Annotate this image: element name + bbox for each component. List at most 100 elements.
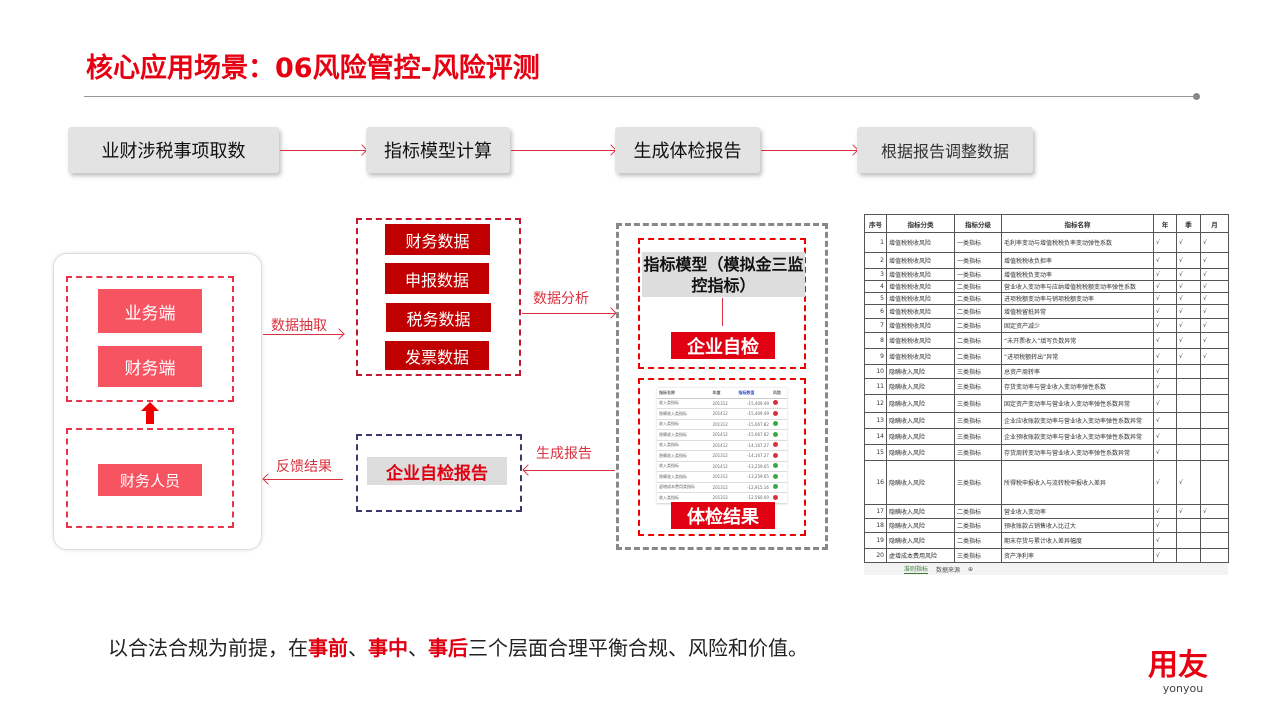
sheet-cell[interactable]: √ [1153,394,1177,413]
sheet-cell[interactable]: √ [1153,332,1177,349]
sheet-cell[interactable]: 二类指标 [954,280,1002,293]
sheet-cell[interactable]: 营业收入变动率 [1001,504,1154,519]
sheet-cell[interactable]: √ [1176,292,1201,305]
sheet-cell[interactable]: √ [1176,268,1201,281]
sheet-cell[interactable]: √ [1153,364,1177,379]
sheet-cell[interactable]: 16 [864,460,887,505]
sheet-cell[interactable]: 三类指标 [954,364,1002,379]
sheet-tab-source[interactable]: 数据来源 [936,566,961,574]
sheet-cell[interactable]: 进项税额变动率与销项税额变动率 [1001,292,1154,305]
sheet-cell[interactable]: 存货周转变动率与营业收入变动率弹性系数异常 [1001,444,1154,461]
sheet-cell[interactable]: √ [1153,378,1177,395]
sheet-cell[interactable]: √ [1200,318,1229,333]
sheet-cell[interactable]: 隐瞒收入风险 [886,394,955,413]
sheet-cell[interactable]: “进项税额转出”异常 [1001,348,1154,365]
sheet-cell[interactable]: “未开票收入”填写负数异常 [1001,332,1154,349]
sheet-cell[interactable]: √ [1153,548,1177,563]
sheet-cell[interactable]: 二类指标 [954,532,1002,549]
sheet-cell[interactable]: √ [1176,304,1201,319]
sheet-cell[interactable]: √ [1176,318,1201,333]
sheet-cell[interactable]: 三类指标 [954,394,1002,413]
sheet-cell[interactable]: 一类指标 [954,252,1002,269]
sheet-cell[interactable]: 5 [864,292,887,305]
sheet-cell[interactable]: √ [1200,332,1229,349]
sheet-cell[interactable]: √ [1200,348,1229,365]
sheet-cell[interactable]: 三类指标 [954,428,1002,445]
sheet-cell[interactable]: √ [1200,292,1229,305]
sheet-cell[interactable] [1200,444,1229,461]
sheet-cell[interactable] [1200,364,1229,379]
sheet-cell[interactable]: 营业收入变动率与应纳增值税税额变动率弹性系数 [1001,280,1154,293]
sheet-cell[interactable]: 增值税税收风险 [886,268,955,281]
sheet-cell[interactable]: √ [1200,304,1229,319]
sheet-cell[interactable] [1176,378,1201,395]
sheet-cell[interactable]: √ [1176,348,1201,365]
sheet-cell[interactable]: 13 [864,412,887,429]
sheet-cell[interactable]: 19 [864,532,887,549]
sheet-cell[interactable] [1200,532,1229,549]
sheet-cell[interactable]: √ [1153,412,1177,429]
sheet-cell[interactable] [1176,548,1201,563]
sheet-cell[interactable]: √ [1153,304,1177,319]
sheet-cell[interactable]: √ [1176,504,1201,519]
sheet-cell[interactable] [1200,412,1229,429]
sheet-cell[interactable]: √ [1153,428,1177,445]
sheet-cell[interactable]: 二类指标 [954,518,1002,533]
sheet-cell[interactable]: √ [1200,504,1229,519]
sheet-cell[interactable]: 三类指标 [954,460,1002,505]
sheet-cell[interactable]: 预收账款占销售收入比过大 [1001,518,1154,533]
sheet-cell[interactable]: √ [1153,532,1177,549]
sheet-cell[interactable]: 增值税税收风险 [886,348,955,365]
sheet-cell[interactable]: 增值税税收风险 [886,252,955,269]
sheet-cell[interactable]: 隐瞒收入风险 [886,460,955,505]
sheet-cell[interactable]: 企业预收账款变动率与营业收入变动率弹性系数异常 [1001,428,1154,445]
sheet-cell[interactable]: 4 [864,280,887,293]
sheet-cell[interactable]: 三类指标 [954,378,1002,395]
sheet-cell[interactable]: 增值税税收风险 [886,332,955,349]
sheet-cell[interactable]: √ [1176,332,1201,349]
sheet-cell[interactable]: √ [1200,252,1229,269]
sheet-cell[interactable]: 12 [864,394,887,413]
sheet-cell[interactable]: √ [1176,460,1201,505]
sheet-cell[interactable]: 二类指标 [954,318,1002,333]
sheet-cell[interactable]: 隐瞒收入风险 [886,428,955,445]
sheet-cell[interactable] [1200,460,1229,505]
sheet-cell[interactable]: √ [1153,460,1177,505]
sheet-cell[interactable]: 企业应收账款变动率与营业收入变动率弹性系数异常 [1001,412,1154,429]
sheet-cell[interactable]: √ [1176,280,1201,293]
sheet-cell[interactable]: 隐瞒收入风险 [886,504,955,519]
sheet-cell[interactable]: 7 [864,318,887,333]
sheet-cell[interactable]: 二类指标 [954,292,1002,305]
sheet-cell[interactable]: √ [1153,292,1177,305]
sheet-cell[interactable] [1200,394,1229,413]
sheet-cell[interactable]: 增值税税收风险 [886,304,955,319]
sheet-cell[interactable]: 固定资产减少 [1001,318,1154,333]
sheet-cell[interactable]: 存货变动率与营业收入变动率弹性系数 [1001,378,1154,395]
sheet-cell[interactable]: 二类指标 [954,332,1002,349]
sheet-cell[interactable]: 总资产周转率 [1001,364,1154,379]
sheet-cell[interactable] [1176,428,1201,445]
sheet-cell[interactable]: √ [1153,252,1177,269]
sheet-cell[interactable]: 隐瞒收入风险 [886,412,955,429]
sheet-cell[interactable]: 9 [864,348,887,365]
sheet-cell[interactable]: 固定资产变动率与营业收入变动率弹性系数异常 [1001,394,1154,413]
sheet-cell[interactable]: 10 [864,364,887,379]
sheet-cell[interactable]: 二类指标 [954,304,1002,319]
sheet-cell[interactable]: 隐瞒收入风险 [886,532,955,549]
sheet-cell[interactable]: √ [1153,444,1177,461]
sheet-cell[interactable]: √ [1153,518,1177,533]
sheet-cell[interactable]: 三类指标 [954,412,1002,429]
sheet-cell[interactable]: 20 [864,548,887,563]
sheet-cell[interactable]: 三类指标 [954,548,1002,563]
sheet-cell[interactable]: 二类指标 [954,504,1002,519]
sheet-cell[interactable]: 15 [864,444,887,461]
sheet-cell[interactable]: 18 [864,518,887,533]
sheet-cell[interactable] [1176,444,1201,461]
sheet-cell[interactable]: √ [1200,280,1229,293]
sheet-cell[interactable]: 11 [864,378,887,395]
sheet-cell[interactable]: 增值税税收风险 [886,232,955,253]
sheet-cell[interactable] [1200,548,1229,563]
sheet-cell[interactable]: 14 [864,428,887,445]
sheet-cell[interactable]: √ [1153,280,1177,293]
sheet-cell[interactable]: 二类指标 [954,348,1002,365]
